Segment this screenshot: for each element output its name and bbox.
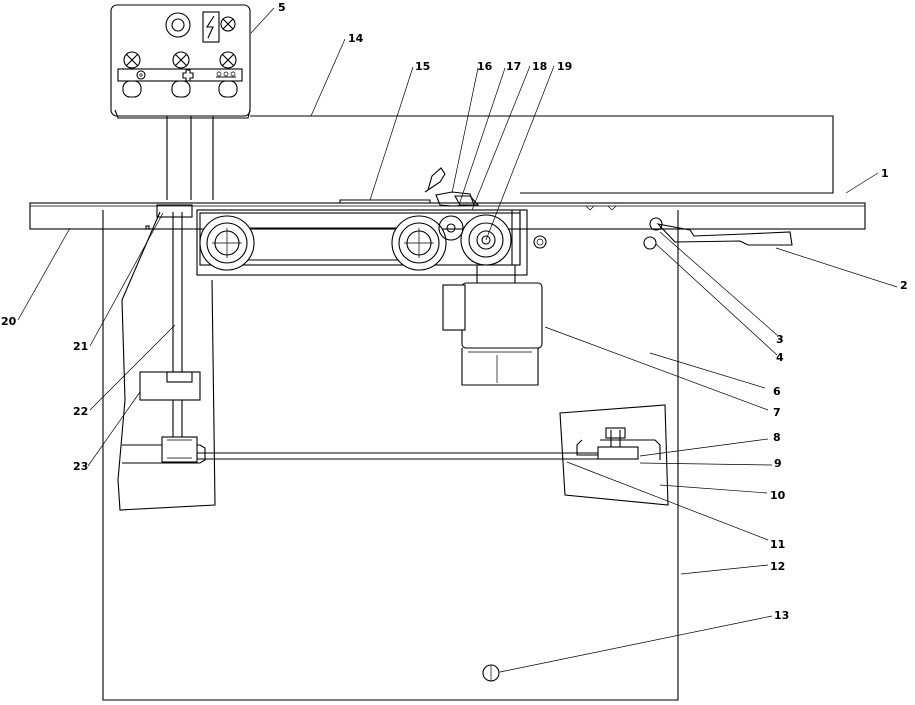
callout-9: 9	[774, 457, 782, 470]
callout-14: 14	[348, 32, 364, 45]
indicator-lamp-icon	[220, 16, 236, 32]
panel-support-column	[166, 116, 214, 200]
height-spindle	[117, 204, 216, 511]
table-height-symbol-icon	[182, 69, 194, 82]
callout-3: 3	[776, 333, 784, 346]
bolt-icon	[533, 235, 547, 249]
callout-8: 8	[773, 431, 781, 444]
callout-10: 10	[770, 489, 786, 502]
callout-7: 7	[773, 406, 781, 419]
control-panel	[110, 4, 251, 119]
callout-6: 6	[773, 385, 781, 398]
lightning-warning-icon	[202, 11, 220, 43]
feed-roller	[391, 215, 447, 271]
feed-unit	[196, 205, 617, 276]
callout-labels: 1 2 3 4 5 6 7 8 9 10 11 12 13 14 15 16 1…	[1, 1, 908, 622]
power-knob-icon	[165, 12, 191, 38]
callout-5: 5	[278, 1, 286, 14]
feed-symbol-icon	[136, 70, 146, 80]
gear-wheel	[438, 215, 464, 241]
feed-roller	[199, 215, 255, 271]
callout-2: 2	[900, 279, 908, 292]
callout-1: 1	[881, 167, 889, 180]
callout-19: 19	[557, 60, 572, 73]
callout-16: 16	[477, 60, 493, 73]
fence	[250, 115, 834, 194]
leader-lines	[17, 7, 898, 673]
connecting-bar	[197, 452, 630, 460]
push-button-icon	[123, 51, 237, 69]
feed-guard	[339, 167, 480, 207]
callout-15: 15	[415, 60, 430, 73]
callout-22: 22	[73, 405, 88, 418]
cabinet	[102, 210, 679, 701]
callout-23: 23	[73, 460, 88, 473]
callout-13: 13	[774, 609, 789, 622]
callout-17: 17	[506, 60, 521, 73]
motor	[442, 265, 543, 386]
callout-4: 4	[776, 351, 784, 364]
indicator-lamp-icon	[482, 664, 500, 682]
right-bracket	[559, 404, 669, 506]
callout-12: 12	[770, 560, 785, 573]
callout-11: 11	[770, 538, 785, 551]
hand-lever	[643, 217, 793, 250]
callout-20: 20	[1, 315, 17, 328]
callout-21: 21	[73, 340, 88, 353]
callout-18: 18	[532, 60, 547, 73]
conveyor-symbol-icon	[216, 71, 236, 78]
